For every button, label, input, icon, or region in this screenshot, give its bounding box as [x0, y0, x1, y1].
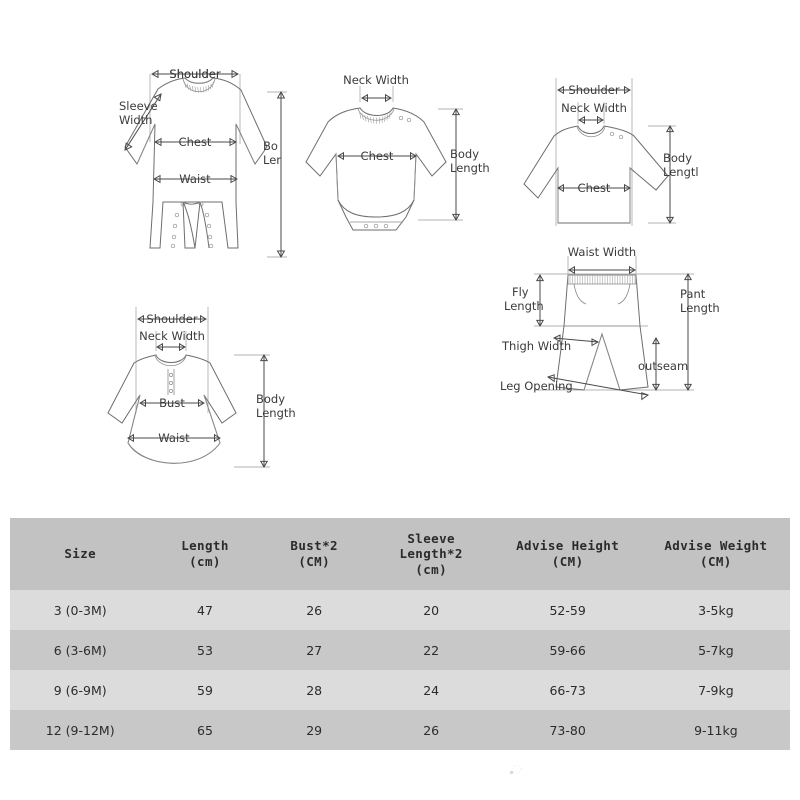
column-header-length-line2: (cm)	[189, 554, 221, 569]
size-chart-header: Size Length (cm) Bust*2 (CM) Sleeve Leng…	[10, 518, 790, 590]
size-chart-table: Size Length (cm) Bust*2 (CM) Sleeve Leng…	[10, 518, 790, 750]
column-header-height-line2: (CM)	[551, 554, 584, 569]
cell-size: 12 (9-12M)	[10, 710, 151, 750]
cell-advise-height: 59-66	[493, 630, 642, 670]
romper-body-length-label-line1: Bo	[263, 139, 278, 153]
bodysuit-neck-width-label: Neck Width	[343, 73, 409, 87]
cell-length: 59	[150, 670, 260, 710]
cell-sleeve-length: 22	[368, 630, 494, 670]
table-row: 3 (0-3M) 47 26 20 52-59 3-5kg	[10, 590, 790, 630]
cell-advise-height: 66-73	[493, 670, 642, 710]
column-header-sleeve-length: Sleeve Length*2 (cm)	[368, 518, 494, 590]
cell-bust: 28	[259, 670, 369, 710]
column-header-advise-height: Advise Height (CM)	[493, 518, 642, 590]
column-header-bust-line1: Bust*2	[290, 538, 338, 554]
column-header-length: Length (cm)	[150, 518, 260, 590]
pants-outseam-label: outseam	[638, 359, 688, 373]
cell-length: 65	[150, 710, 260, 750]
dress-waist-label: Waist	[158, 431, 190, 445]
pants-fly-length-label-line1: Fly	[512, 285, 529, 299]
size-chart-body: 3 (0-3M) 47 26 20 52-59 3-5kg 6 (3-6M) 5…	[10, 590, 790, 750]
top-shoulder-label: Shoulder	[568, 83, 619, 97]
romper-diagram: Shoulder Shoulder	[119, 67, 287, 259]
pants-fly-length-label-line2: Length	[504, 299, 544, 313]
pants-waist-width-label: Waist Width	[568, 245, 636, 259]
top-neck-width-label: Neck Width	[561, 101, 627, 115]
table-row: 6 (3-6M) 53 27 22 59-66 5-7kg	[10, 630, 790, 670]
header-row: Size Length (cm) Bust*2 (CM) Sleeve Leng…	[10, 518, 790, 590]
column-header-bust-line2: (CM)	[298, 554, 331, 569]
table-row: 12 (9-12M) 65 29 26 73-80 9-11kg	[10, 710, 790, 750]
bodysuit-body-length-label-line2: Length	[450, 161, 490, 175]
cell-length: 47	[150, 590, 260, 630]
column-header-sleeve-line1: Sleeve	[407, 530, 455, 546]
column-header-advise-weight: Advise Weight (CM)	[641, 518, 790, 590]
column-header-sleeve-line2: Length*2	[399, 546, 463, 562]
romper-sleeve-width-label-line1: Sleeve	[119, 99, 158, 113]
column-header-weight-line1: Advise Weight	[664, 538, 768, 554]
column-header-sleeve-line3: (cm)	[415, 561, 448, 577]
dress-bust-label: Bust	[159, 396, 185, 410]
romper-waist-label: Waist	[179, 172, 211, 186]
pants-pant-length-label-line2: Length	[680, 301, 720, 315]
cell-size: 6 (3-6M)	[10, 630, 151, 670]
cell-sleeve-length: 24	[368, 670, 494, 710]
dress-body-length-label-line2: Length	[256, 406, 296, 420]
cell-advise-weight: 3-5kg	[641, 590, 790, 630]
column-header-height-line1: Advise Height	[516, 538, 620, 554]
romper-shoulder-label: Shoulder	[169, 67, 220, 81]
cell-advise-height: 73-80	[493, 710, 642, 750]
dress-neck-width-label: Neck Width	[139, 329, 205, 343]
cell-size: 3 (0-3M)	[10, 590, 151, 630]
cell-advise-weight: 9-11kg	[641, 710, 790, 750]
dress-shoulder-label: Shoulder	[146, 312, 197, 326]
pants-thigh-width-label: Thigh Width	[501, 339, 571, 353]
pants-pant-length-label-line1: Pant	[680, 287, 706, 301]
bodysuit-diagram: Neck Width Chest	[305, 73, 490, 231]
column-header-length-line1: Length	[181, 538, 229, 554]
cell-bust: 29	[259, 710, 369, 750]
cell-advise-height: 52-59	[493, 590, 642, 630]
dress-body-length-label-line1: Body	[256, 392, 285, 406]
top-body-length-label-line2: Lengtl	[663, 165, 699, 179]
cell-advise-weight: 7-9kg	[641, 670, 790, 710]
top-chest-label: Chest	[578, 181, 611, 195]
bodysuit-chest-label: Chest	[361, 149, 394, 163]
column-header-bust: Bust*2 (CM)	[259, 518, 369, 590]
pants-diagram: Waist Width Fly Length	[500, 245, 720, 401]
cell-advise-weight: 5-7kg	[641, 630, 790, 670]
cell-bust: 26	[259, 590, 369, 630]
column-header-weight-line2: (CM)	[700, 554, 732, 569]
top-diagram: Shoulder Neck Width Chest Body Lengtl	[523, 78, 699, 226]
cell-sleeve-length: 20	[368, 590, 494, 630]
column-header-size-line1: Size	[64, 546, 97, 562]
cell-size: 9 (6-9M)	[10, 670, 151, 710]
romper-sleeve-width-label-line2: Width	[119, 113, 152, 127]
romper-chest-label: Chest	[179, 135, 212, 149]
cell-sleeve-length: 26	[368, 710, 494, 750]
garment-diagrams-panel: Shoulder Shoulder	[107, 67, 720, 469]
page-artifact-mark	[510, 764, 522, 774]
bodysuit-body-length-label-line1: Body	[450, 147, 479, 161]
dress-diagram: Shoulder Neck Width Bust Waist	[107, 307, 296, 469]
romper-body-length-label-line2: Ler	[263, 153, 281, 167]
pants-leg-opening-label: Leg Opening	[500, 379, 573, 393]
cell-length: 53	[150, 630, 260, 670]
top-body-length-label-line1: Body	[663, 151, 692, 165]
table-row: 9 (6-9M) 59 28 24 66-73 7-9kg	[10, 670, 790, 710]
romper-shoulder-label-visible: Shoulder	[169, 67, 220, 81]
column-header-size: Size	[10, 518, 151, 590]
cell-bust: 27	[259, 630, 369, 670]
